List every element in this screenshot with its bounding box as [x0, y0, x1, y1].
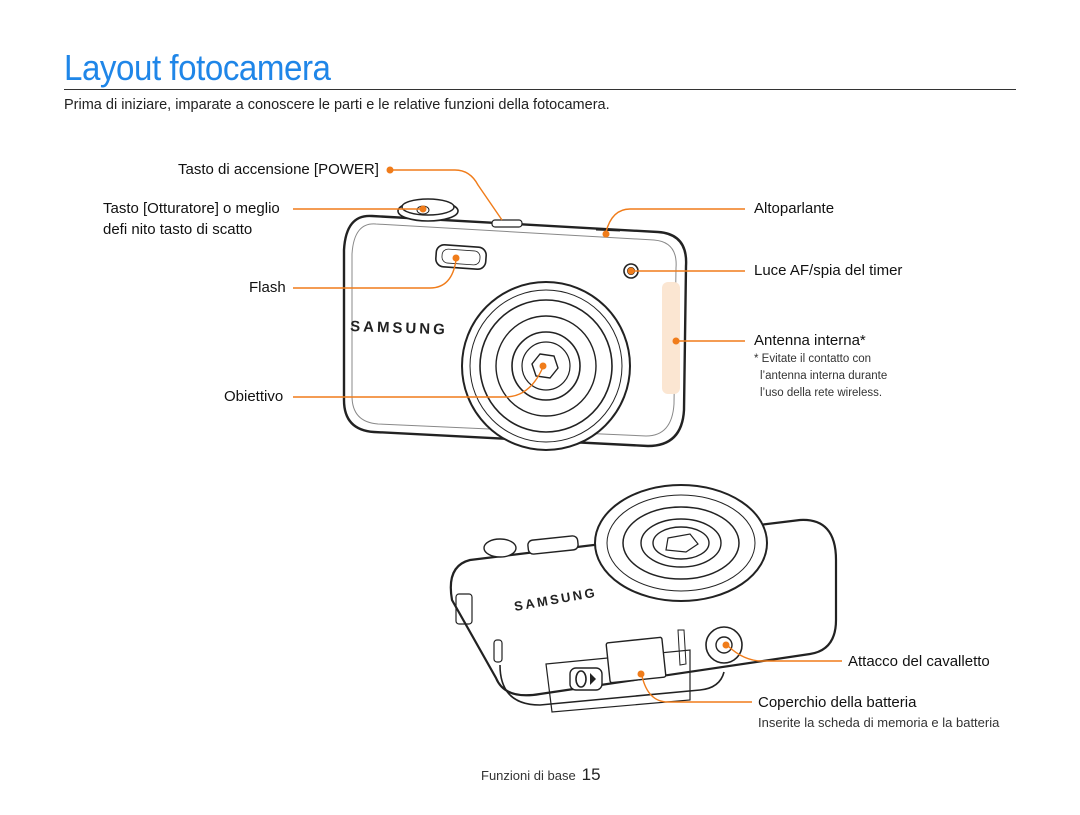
intro-text: Prima di iniziare, imparate a conoscere …: [64, 97, 610, 113]
page-footer: Funzioni di base 15: [481, 765, 601, 785]
label-battery-cover: Coperchio della batteria: [758, 694, 917, 711]
label-lens: Obiettivo: [224, 388, 284, 405]
front-callouts: [293, 166, 745, 398]
label-flash: Flash: [249, 279, 286, 296]
page-title: Layout fotocamera: [64, 47, 331, 88]
antenna-note-line: * Evitate il contatto con: [754, 353, 871, 365]
page-number: 15: [581, 765, 601, 784]
antenna-note-line: l’antenna interna durante: [760, 370, 888, 382]
battery-cover-note: Inserite la scheda di memoria e la batte…: [758, 715, 1000, 730]
label-tripod-mount: Attacco del cavalletto: [848, 653, 990, 670]
label-shutter-button-cont: defi nito tasto di scatto: [103, 221, 253, 238]
bottom-camera-drawing: [449, 484, 838, 713]
brand-logo-front: SAMSUNG: [350, 318, 448, 338]
label-speaker: Altoparlante: [754, 200, 835, 217]
label-shutter-button: Tasto [Otturatore] o meglio: [103, 200, 280, 217]
bottom-callouts: [637, 641, 842, 703]
label-antenna: Antenna interna*: [754, 332, 866, 349]
footer-section: Funzioni di base: [481, 768, 576, 783]
front-camera-drawing: [342, 198, 688, 451]
label-af-lamp: Luce AF/spia del timer: [754, 262, 903, 279]
label-power-button: Tasto di accensione [POWER]: [178, 161, 379, 178]
title-divider: [64, 89, 1016, 90]
antenna-note-line: l’uso della rete wireless.: [760, 387, 883, 399]
